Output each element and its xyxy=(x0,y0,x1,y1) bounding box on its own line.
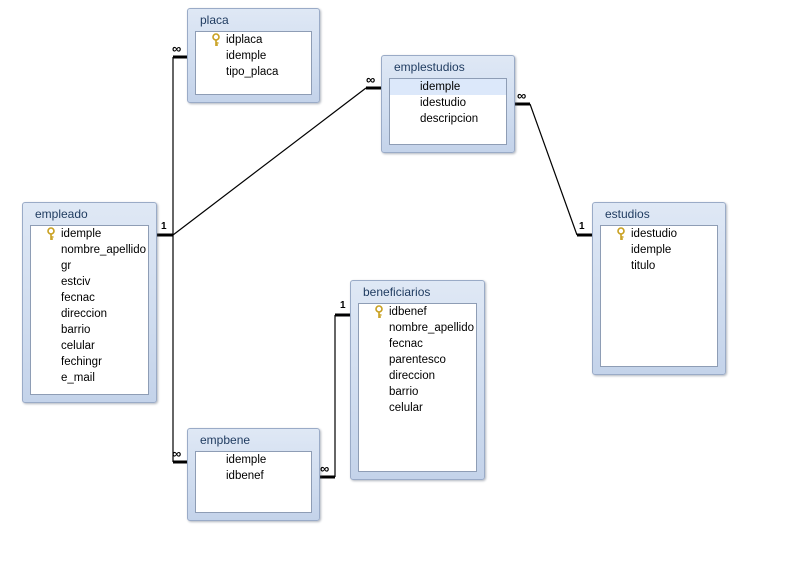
cardinality-one: 1 xyxy=(161,221,167,232)
field-name: tipo_placa xyxy=(226,66,279,78)
table-title: emplestudios xyxy=(394,60,465,74)
field-name: celular xyxy=(389,402,423,414)
primary-key-field[interactable]: idestudio xyxy=(601,226,717,242)
relationship-line[interactable] xyxy=(529,103,578,236)
field-name: descripcion xyxy=(420,113,479,125)
field-row[interactable]: idestudio xyxy=(390,95,506,111)
key-icon xyxy=(47,227,55,240)
field-name: gr xyxy=(61,260,72,272)
field-name: idemple xyxy=(420,81,461,93)
field-row[interactable]: barrio xyxy=(359,384,476,400)
field-row[interactable]: parentesco xyxy=(359,352,476,368)
field-list: idplaca idemple tipo_placa xyxy=(195,31,312,95)
primary-key-field[interactable]: idemple xyxy=(31,226,148,242)
field-name: barrio xyxy=(389,386,419,398)
field-row[interactable]: fecnac xyxy=(31,290,148,306)
table-title: beneficiarios xyxy=(363,285,431,299)
field-name: idestudio xyxy=(631,228,678,240)
field-row[interactable]: e_mail xyxy=(31,370,148,386)
field-name: fecnac xyxy=(389,338,423,350)
table-placa[interactable]: placa idplaca idemple tipo_placa xyxy=(187,8,320,103)
field-row[interactable]: nombre_apellido xyxy=(359,320,476,336)
field-row[interactable]: celular xyxy=(31,338,148,354)
table-estudios[interactable]: estudios idestudio idemple titulo xyxy=(592,202,726,375)
key-icon xyxy=(617,227,625,240)
field-row[interactable]: idemple xyxy=(196,48,311,64)
relationship-line[interactable] xyxy=(172,87,367,236)
field-row[interactable]: titulo xyxy=(601,258,717,274)
field-row[interactable]: direccion xyxy=(359,368,476,384)
table-empbene[interactable]: empbene idemple idbenef xyxy=(187,428,320,521)
cardinality-many: ∞ xyxy=(172,41,182,56)
field-list: idemple idbenef xyxy=(195,451,312,513)
table-title: empleado xyxy=(35,207,88,221)
field-name: idemple xyxy=(61,228,102,240)
field-name: e_mail xyxy=(61,372,95,384)
field-row[interactable]: fecnac xyxy=(359,336,476,352)
cardinality-many: ∞ xyxy=(517,88,527,103)
field-name: idestudio xyxy=(420,97,467,109)
field-row[interactable]: idbenef xyxy=(196,468,311,484)
cardinality-one: 1 xyxy=(579,221,585,232)
cardinality-many: ∞ xyxy=(366,72,376,87)
field-name: fecnac xyxy=(61,292,95,304)
key-icon xyxy=(212,33,220,46)
cardinality-one: 1 xyxy=(340,300,346,311)
field-row[interactable]: idemple xyxy=(601,242,717,258)
field-row[interactable]: estciv xyxy=(31,274,148,290)
field-name: celular xyxy=(61,340,95,352)
table-title: placa xyxy=(200,13,229,27)
cardinality-many: ∞ xyxy=(172,446,182,461)
field-row[interactable]: tipo_placa xyxy=(196,64,311,80)
field-row[interactable]: barrio xyxy=(31,322,148,338)
field-name: nombre_apellido xyxy=(389,322,475,334)
primary-key-field[interactable]: idbenef xyxy=(359,304,476,320)
field-row[interactable]: direccion xyxy=(31,306,148,322)
field-row[interactable]: celular xyxy=(359,400,476,416)
field-row[interactable]: fechingr xyxy=(31,354,148,370)
table-emplestudios[interactable]: emplestudios idemple idestudio descripcion xyxy=(381,55,515,153)
field-name: estciv xyxy=(61,276,91,288)
field-row[interactable]: descripcion xyxy=(390,111,506,127)
field-name: idemple xyxy=(631,244,672,256)
field-list: idestudio idemple titulo xyxy=(600,225,718,367)
table-title: estudios xyxy=(605,207,650,221)
field-name: barrio xyxy=(61,324,91,336)
field-name: parentesco xyxy=(389,354,446,366)
field-name: idemple xyxy=(226,50,267,62)
cardinality-many: ∞ xyxy=(320,461,330,476)
field-name: nombre_apellido xyxy=(61,244,147,256)
field-name: fechingr xyxy=(61,356,102,368)
field-row[interactable]: gr xyxy=(31,258,148,274)
key-icon xyxy=(375,305,383,318)
field-list: idemple idestudio descripcion xyxy=(389,78,507,145)
field-name: idplaca xyxy=(226,34,263,46)
field-row[interactable]: idemple xyxy=(390,79,506,95)
field-row[interactable]: nombre_apellido xyxy=(31,242,148,258)
field-name: idbenef xyxy=(389,306,427,318)
field-name: direccion xyxy=(61,308,108,320)
table-title: empbene xyxy=(200,433,251,447)
field-name: direccion xyxy=(389,370,436,382)
primary-key-field[interactable]: idplaca xyxy=(196,32,311,48)
field-name: titulo xyxy=(631,260,656,272)
field-name: idbenef xyxy=(226,470,264,482)
field-name: idemple xyxy=(226,454,267,466)
field-row[interactable]: idemple xyxy=(196,452,311,468)
